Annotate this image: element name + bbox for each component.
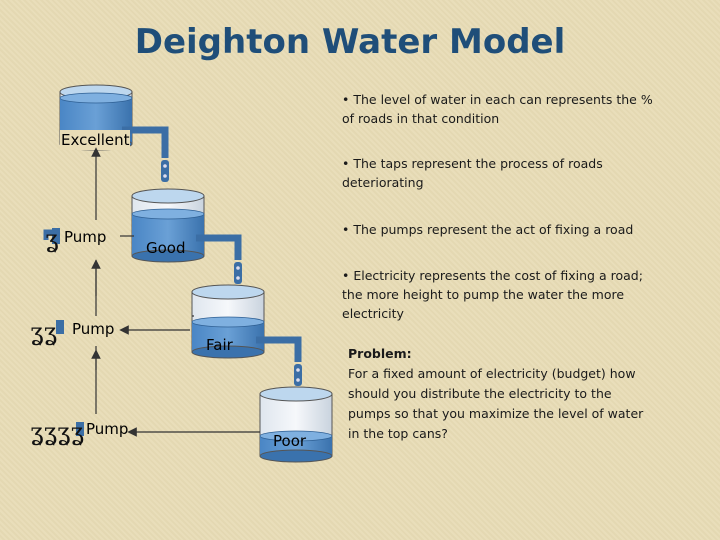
problem-text: For a fixed amount of electricity (budge… — [348, 366, 644, 441]
bullet-1: • The level of water in each can represe… — [342, 92, 653, 126]
can-good — [131, 188, 205, 263]
can-label-fair: Fair — [206, 336, 234, 354]
pump-2[interactable] — [56, 320, 64, 334]
label-box-excellent — [60, 130, 130, 150]
can-label-good: Good — [146, 239, 186, 257]
tap-pipe-fair — [256, 336, 302, 362]
bullet-4: • Electricity represents the cost of fix… — [342, 268, 643, 321]
can-label-excellent: Excellent — [61, 131, 130, 149]
flow-line-good — [91, 147, 134, 237]
problem-heading: Problem: — [348, 346, 412, 361]
electricity-icon-1: ʓ — [45, 225, 58, 253]
pump-1[interactable] — [43, 228, 60, 244]
flow-line-poor — [91, 346, 260, 437]
tap-good[interactable] — [234, 262, 242, 284]
tap-fair[interactable] — [294, 364, 302, 386]
bullet-3: • The pumps represent the act of fixing … — [342, 222, 634, 237]
electricity-icon-3: ʓʓʓʓ — [30, 418, 84, 446]
pump-label-2: Pump — [72, 320, 114, 338]
page-title: Deighton Water Model — [134, 22, 566, 62]
can-label-poor: Poor — [273, 432, 307, 450]
pump-label-1: Pump — [64, 228, 106, 246]
tap-pipe-excellent — [122, 126, 169, 158]
problem-box: Problem: For a fixed amount of electrici… — [348, 344, 658, 444]
flow-line-fair — [91, 259, 194, 335]
can-fair — [191, 284, 265, 359]
electricity-icon-2: ʓʓ — [30, 318, 57, 346]
tap-pipe-good — [196, 234, 242, 260]
pump-3[interactable] — [76, 422, 84, 436]
pump-label-3: Pump — [86, 420, 128, 438]
bullet-2: • The taps represent the process of road… — [342, 156, 603, 190]
tap-excellent[interactable] — [161, 160, 169, 182]
can-poor — [259, 386, 333, 463]
